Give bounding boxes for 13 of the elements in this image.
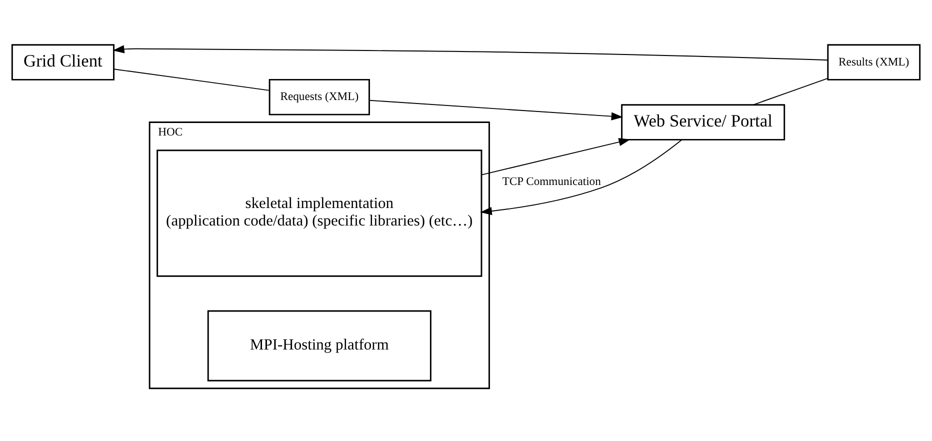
arrow <box>112 45 828 61</box>
node-box: skeletal implementation (application code/data) (specific libraries) (etc…) <box>156 150 482 277</box>
node-box: Grid Client <box>11 44 114 80</box>
connector <box>752 78 828 106</box>
node-box: Requests (XML) <box>268 78 370 116</box>
node-box: Web Service/ Portal <box>621 104 786 140</box>
edge-label: TCP Communication <box>502 174 601 188</box>
node-box: MPI-Hosting platform <box>207 310 432 382</box>
node-box: Results (XML) <box>827 44 921 80</box>
arrow <box>480 139 682 216</box>
arrow <box>369 100 623 120</box>
arrow <box>481 138 630 176</box>
connector <box>113 68 270 91</box>
